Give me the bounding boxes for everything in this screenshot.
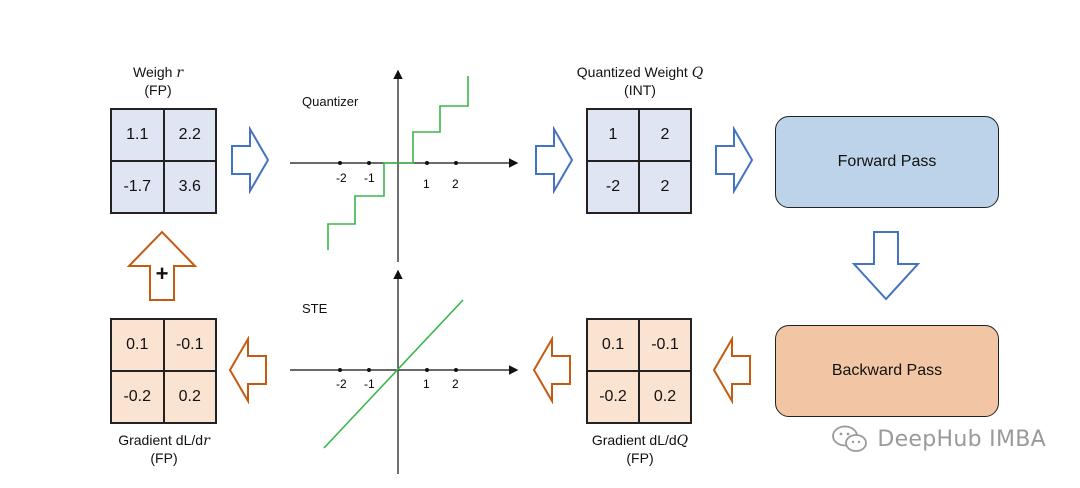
grad-r-subtitle: (FP) (150, 450, 178, 466)
matrix-cell: -0.2 (587, 371, 639, 423)
right-arrow-icon (231, 126, 270, 194)
tick-dot (425, 161, 429, 165)
left-arrow-icon (712, 336, 751, 404)
matrix-cell: -2 (587, 161, 639, 213)
tick-label: 2 (452, 377, 459, 391)
matrix-cell: -1.7 (111, 161, 164, 213)
quantized-title-text: Quantized Weight (576, 64, 688, 80)
weight-subtitle: (FP) (144, 82, 172, 98)
quantizer-title: Quantizer (302, 94, 359, 109)
grad-r-title: Gradient dL/dr (FP) (94, 432, 234, 467)
wechat-icon (832, 425, 868, 452)
watermark: DeepHub IMBA (831, 424, 1046, 454)
tick-label: 1 (423, 177, 430, 191)
backward-pass-box: Backward Pass (775, 325, 999, 417)
ste-plot: -2 -1 1 2 (290, 269, 519, 474)
matrix-cell: 2.2 (163, 109, 216, 161)
matrix-cell: 2 (639, 161, 691, 213)
up-arrow-icon (126, 230, 198, 301)
watermark-text: DeepHub IMBA (877, 426, 1046, 452)
tick-dot (367, 368, 371, 372)
tick-label: 1 (423, 377, 430, 391)
quantizer-staircase (327, 76, 469, 250)
weight-matrix: 1.1 2.2 -1.7 3.6 (110, 108, 217, 214)
matrix-cell: 2 (639, 109, 691, 161)
tick-dot (454, 161, 458, 165)
forward-pass-label: Forward Pass (837, 153, 937, 170)
matrix-cell: 3.6 (163, 161, 216, 213)
quantized-subtitle: (INT) (624, 82, 656, 98)
matrix-cell: 1.1 (111, 109, 164, 161)
grad-q-matrix: 0.1 -0.1 -0.2 0.2 (586, 318, 692, 424)
grad-q-symbol: Q (676, 433, 689, 449)
tick-label: -2 (336, 171, 347, 185)
grad-r-matrix: 0.1 -0.1 -0.2 0.2 (110, 318, 217, 424)
quantized-matrix: 1 2 -2 2 (586, 108, 692, 214)
matrix-cell: 1 (587, 109, 639, 161)
matrix-cell: 0.2 (163, 371, 216, 423)
tick-label: -2 (336, 377, 347, 391)
tick-dot (367, 161, 371, 165)
ste-title: STE (302, 301, 328, 316)
grad-q-title: Gradient dL/dQ (FP) (560, 432, 720, 467)
matrix-cell: 0.1 (111, 319, 164, 371)
matrix-cell: -0.1 (639, 319, 691, 371)
weight-title-text: Weigh (132, 64, 173, 80)
tick-label: -1 (364, 377, 375, 391)
left-arrow-icon (532, 336, 571, 404)
plus-sign: + (155, 261, 169, 286)
forward-pass-box: Forward Pass (775, 116, 999, 208)
down-arrow-icon (851, 231, 921, 301)
tick-dot (338, 161, 342, 165)
tick-dot (425, 368, 429, 372)
grad-r-title-text: Gradient dL/d (118, 432, 204, 448)
matrix-cell: 0.1 (587, 319, 639, 371)
left-arrow-icon (228, 336, 267, 404)
grad-q-subtitle: (FP) (626, 450, 654, 466)
ste-identity-line (323, 299, 464, 449)
tick-label: -1 (364, 171, 375, 185)
quantized-symbol: Q (691, 65, 704, 81)
tick-dot (454, 368, 458, 372)
weight-matrix-title: Weigh r (FP) (108, 64, 208, 99)
backward-pass-label: Backward Pass (831, 362, 943, 379)
weight-symbol: r (176, 65, 184, 81)
right-arrow-icon (535, 126, 574, 194)
right-arrow-icon (715, 126, 754, 194)
grad-q-title-text: Gradient dL/d (591, 432, 677, 448)
matrix-cell: 0.2 (639, 371, 691, 423)
matrix-cell: -0.2 (111, 371, 164, 423)
quantized-matrix-title: Quantized Weight Q (INT) (560, 64, 720, 99)
matrix-cell: -0.1 (163, 319, 216, 371)
tick-dot (338, 368, 342, 372)
tick-label: 2 (452, 177, 459, 191)
grad-r-symbol: r (203, 433, 210, 449)
quantizer-plot: -2 -1 1 2 (290, 69, 519, 262)
